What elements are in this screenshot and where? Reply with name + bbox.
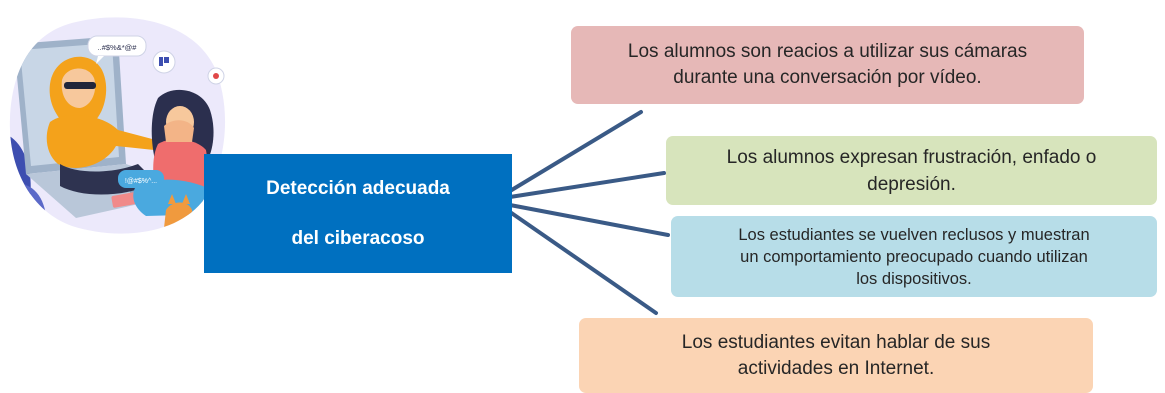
dislike-icon (152, 50, 176, 74)
node-2-line-2: depresión. (867, 173, 956, 195)
speech-bubble-icon: !@#$%^... (118, 170, 164, 188)
connector-node-2 (508, 171, 666, 199)
node-3-line-2: un comportamiento preocupado cuando util… (740, 247, 1088, 266)
node-avoid-talking: Los estudiantes evitan hablar de sus act… (579, 318, 1093, 393)
node-reclusive-behavior: Los estudiantes se vuelven reclusos y mu… (671, 216, 1157, 297)
node-4-line-1: Los estudiantes evitan hablar de sus (681, 331, 991, 353)
connector-node-1 (508, 110, 643, 193)
central-topic-line-1: Detección adecuada (266, 177, 450, 199)
connector-node-3 (508, 203, 670, 237)
central-topic-box: Detección adecuada del ciberacoso (204, 154, 512, 273)
notification-dot-icon (207, 67, 225, 85)
bubble-text-2: !@#$%^... (125, 178, 157, 185)
hacker-figure-icon (46, 56, 163, 195)
connector-node-4 (508, 210, 658, 315)
node-2-line-1: Los alumnos expresan frustración, enfado… (726, 146, 1097, 168)
cyberbullying-illustration: ..#$%&*@# !@#$%^... (6, 14, 228, 236)
node-frustration: Los alumnos expresan frustración, enfado… (666, 136, 1157, 205)
node-3-line-3: los dispositivos. (856, 269, 972, 288)
speech-bubble-icon: ..#$%&*@# (87, 35, 147, 64)
central-topic-line-2: del ciberacoso (291, 227, 425, 249)
node-4-line-2: actividades en Internet. (737, 357, 935, 379)
node-camera-reluctance: Los alumnos son reacios a utilizar sus c… (571, 26, 1084, 104)
node-3-line-1: Los estudiantes se vuelven reclusos y mu… (738, 225, 1090, 244)
node-1-line-1: Los alumnos son reacios a utilizar sus c… (627, 41, 1028, 62)
node-1-line-2: durante una conversación por vídeo. (673, 67, 982, 88)
crying-girl-icon (133, 89, 218, 216)
bubble-text-1: ..#$%&*@# (98, 43, 138, 52)
